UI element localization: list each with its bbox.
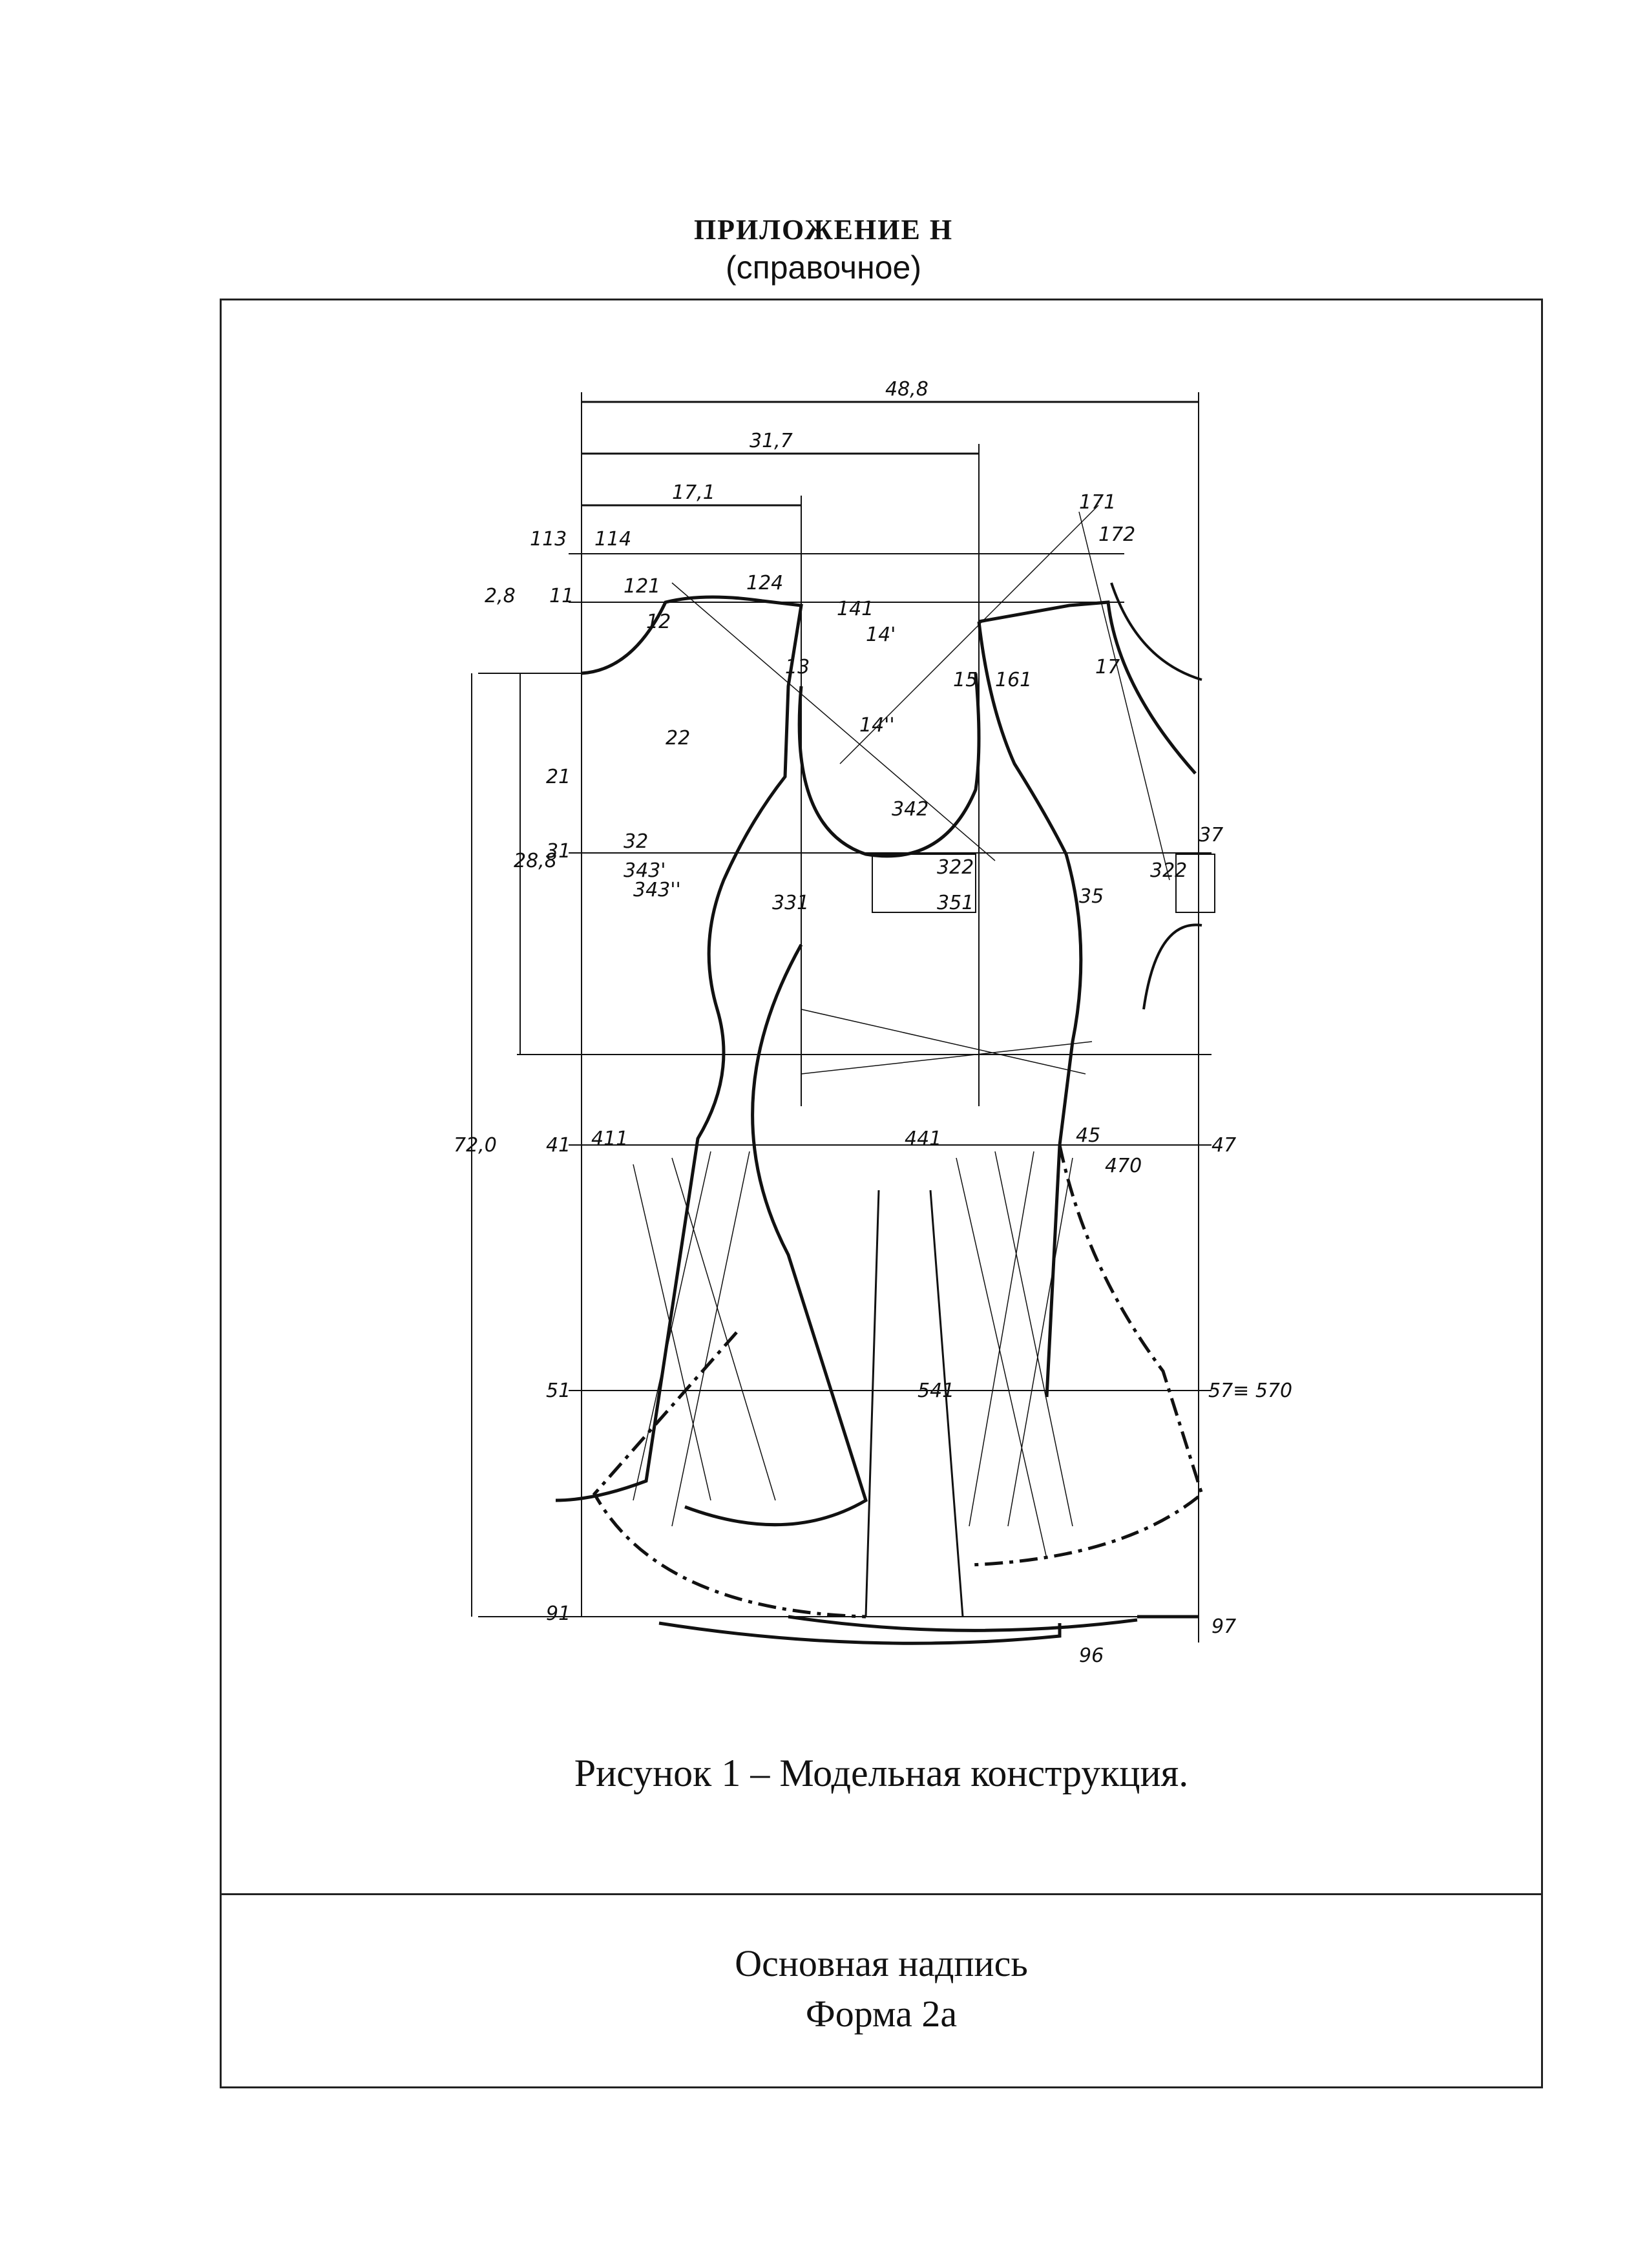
hatch-line <box>633 1151 711 1501</box>
hatch-line <box>671 1157 776 1501</box>
point-label: 14'' <box>859 714 895 737</box>
point-label: 172 <box>1098 523 1135 546</box>
point-label: 113 <box>530 528 567 551</box>
hatch-line <box>801 1009 1086 1075</box>
point-label: 343' <box>624 859 666 882</box>
point-label: 351 <box>937 892 974 914</box>
point-label: 21 <box>546 766 571 788</box>
pattern-drawing: 48,8 31,7 17,1 2,8 28,8 72,0 113 114 11 … <box>454 378 1292 1667</box>
point-label: 35 <box>1079 885 1104 908</box>
figure-caption: Рисунок 1 – Модельная конструкция. <box>574 1752 1189 1794</box>
point-label: 57≡ 570 <box>1208 1380 1292 1402</box>
point-label: 97 <box>1212 1615 1236 1638</box>
point-label: 12 <box>646 611 671 633</box>
armhole-curve <box>797 673 981 858</box>
point-label: 31 <box>546 840 571 863</box>
hatch-line <box>801 1041 1093 1075</box>
title-block-line2: Форма 2а <box>805 1993 958 2035</box>
point-label: 17 <box>1095 656 1120 678</box>
skirt-panel-right-dashed <box>969 1144 1204 1567</box>
point-label: 124 <box>746 572 783 594</box>
center-panel-lines <box>865 1190 964 1617</box>
point-label: 91 <box>546 1602 571 1625</box>
point-label: 121 <box>624 575 660 598</box>
hatch-line <box>1078 511 1170 881</box>
point-label: 51 <box>546 1380 571 1402</box>
title-block: Основная надпись Форма 2а <box>220 1938 1543 2039</box>
dim-small-left: 2,8 <box>485 585 516 607</box>
point-label: 161 <box>995 669 1032 691</box>
hem-curve-right <box>788 1615 1138 1632</box>
dim-top-mid: 31,7 <box>750 430 793 452</box>
hatch-line <box>1007 1157 1073 1527</box>
hatch-line <box>671 582 996 861</box>
dim-armhole-depth: 28,8 <box>514 850 557 872</box>
point-label: 13 <box>785 656 810 678</box>
title-block-divider <box>220 1893 1543 1895</box>
front-bodice-outline <box>977 600 1197 1398</box>
point-label: 14' <box>866 624 896 646</box>
point-label: 15 <box>953 669 978 691</box>
hatch-line <box>671 1151 750 1527</box>
point-label: 22 <box>666 727 690 750</box>
point-label: 171 <box>1079 491 1116 514</box>
point-label: 441 <box>905 1128 941 1150</box>
point-label: 32 <box>624 830 648 853</box>
appendix-subtitle: (справочное) <box>726 249 921 286</box>
point-label: 114 <box>594 528 631 551</box>
point-label: 47 <box>1212 1134 1236 1157</box>
point-label: 322 <box>1150 859 1187 882</box>
point-label: 37 <box>1199 824 1223 846</box>
title-block-line1: Основная надпись <box>735 1942 1028 1984</box>
point-label: 322 <box>937 856 974 879</box>
drawing-frame <box>220 299 1543 2088</box>
armhole-box <box>872 854 976 913</box>
side-box <box>1175 854 1215 913</box>
dim-total-length: 72,0 <box>454 1134 497 1157</box>
point-label: 11 <box>549 585 574 607</box>
dim-top-total: 48,8 <box>885 378 928 401</box>
point-label: 411 <box>591 1128 628 1150</box>
point-label: 141 <box>837 598 874 620</box>
skirt-panel-left <box>684 943 868 1527</box>
hem-curve-left <box>658 1621 1062 1645</box>
hatch-line <box>956 1157 1047 1559</box>
point-label: 45 <box>1076 1124 1100 1147</box>
point-label: 343'' <box>633 879 681 901</box>
sleeve-cap-lower <box>1142 923 1202 1010</box>
hatch-line <box>969 1151 1034 1527</box>
hatch-line <box>839 505 1099 764</box>
skirt-panel-left-dashed <box>592 1331 866 1619</box>
point-label: 41 <box>546 1134 571 1157</box>
point-label: 331 <box>772 892 809 914</box>
hatch-line <box>633 1164 711 1501</box>
point-label: 541 <box>918 1380 954 1402</box>
point-label: 342 <box>892 798 928 821</box>
point-label: 470 <box>1105 1155 1142 1177</box>
back-bodice-outline <box>555 595 803 1502</box>
point-label: 96 <box>1079 1644 1104 1667</box>
dim-top-left: 17,1 <box>672 481 715 504</box>
appendix-title: ПРИЛОЖЕНИЕ Н <box>693 214 954 246</box>
sleeve-cap-upper <box>1110 582 1202 681</box>
hatch-line <box>994 1151 1073 1527</box>
